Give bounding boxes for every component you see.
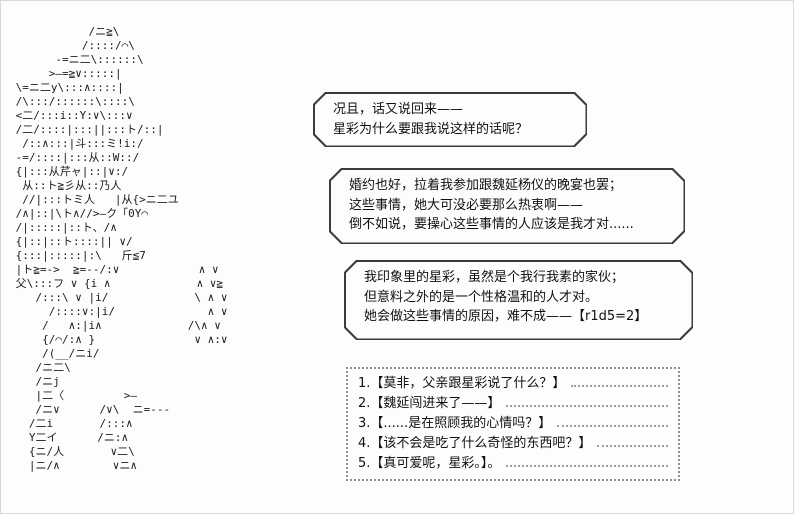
choice-label: 3.【......是在照顾我的心情吗？】 bbox=[358, 416, 552, 431]
bubble-fill bbox=[315, 94, 586, 146]
choice-item-2[interactable]: 2.【魏延闯进来了——】 bbox=[358, 394, 670, 414]
dialogue-line: 婚约也好，拉着我参加跟魏延杨仪的晚宴也罢； bbox=[349, 178, 623, 193]
dotted-leader bbox=[557, 425, 668, 427]
dotted-leader bbox=[506, 465, 668, 467]
choice-label: 2.【魏延闯进来了——】 bbox=[358, 396, 501, 411]
speech-bubble-3: 我印象里的星彩，虽然是个我行我素的家伙； 但意料之外的是一个性格温和的人才对。 … bbox=[344, 260, 693, 340]
dotted-leader bbox=[571, 385, 668, 387]
dialogue-line: 这些事情，她大可没必要那么热衷啊—— bbox=[349, 197, 584, 213]
choice-label: 4.【该不会是吃了什么奇怪的东西吧？】 bbox=[358, 436, 592, 451]
bubble-fill bbox=[331, 170, 684, 243]
choice-item-1[interactable]: 1.【莫非，父亲跟星彩说了什么？】 bbox=[358, 374, 670, 394]
dotted-leader bbox=[506, 405, 668, 407]
dialogue-line: 我印象里的星彩，虽然是个我行我素的家伙； bbox=[364, 270, 625, 285]
dialogue-line: 她会做这些事情的原因，难不成——【r1d5=2】 bbox=[364, 309, 648, 324]
choice-item-4[interactable]: 4.【该不会是吃了什么奇怪的东西吧？】 bbox=[358, 434, 670, 454]
dialogue-line: 况且，话又说回来—— bbox=[333, 102, 464, 117]
choice-label: 5.【真可爱呢，星彩。】。 bbox=[358, 456, 501, 471]
choice-label: 1.【莫非，父亲跟星彩说了什么？】 bbox=[358, 376, 566, 391]
speech-bubble-2: 婚约也好，拉着我参加跟魏延杨仪的晚宴也罢； 这些事情，她大可没必要那么热衷啊——… bbox=[329, 168, 685, 244]
bubble-fill bbox=[346, 262, 692, 339]
ascii-art-character: /ニ≧\ /::::/⌒\ -=ニ二\::::::\ >―=≧∨:::::| \… bbox=[15, 25, 228, 472]
choice-item-3[interactable]: 3.【......是在照顾我的心情吗？】 bbox=[358, 414, 670, 434]
dialogue-line: 倒不如说，要操心这些事情的人应该是我才对...... bbox=[349, 217, 634, 232]
choice-list: 1.【莫非，父亲跟星彩说了什么？】 2.【魏延闯进来了——】 3.【......… bbox=[346, 367, 680, 481]
dialogue-line: 但意料之外的是一个性格温和的人才对。 bbox=[364, 289, 599, 305]
dotted-leader bbox=[597, 445, 668, 447]
dialogue-line: 星彩为什么要跟我说这样的话呢？ bbox=[333, 121, 529, 137]
speech-bubble-1: 况且，话又说回来—— 星彩为什么要跟我说这样的话呢？ bbox=[313, 92, 587, 147]
choice-item-5[interactable]: 5.【真可爱呢，星彩。】。 bbox=[358, 454, 670, 474]
